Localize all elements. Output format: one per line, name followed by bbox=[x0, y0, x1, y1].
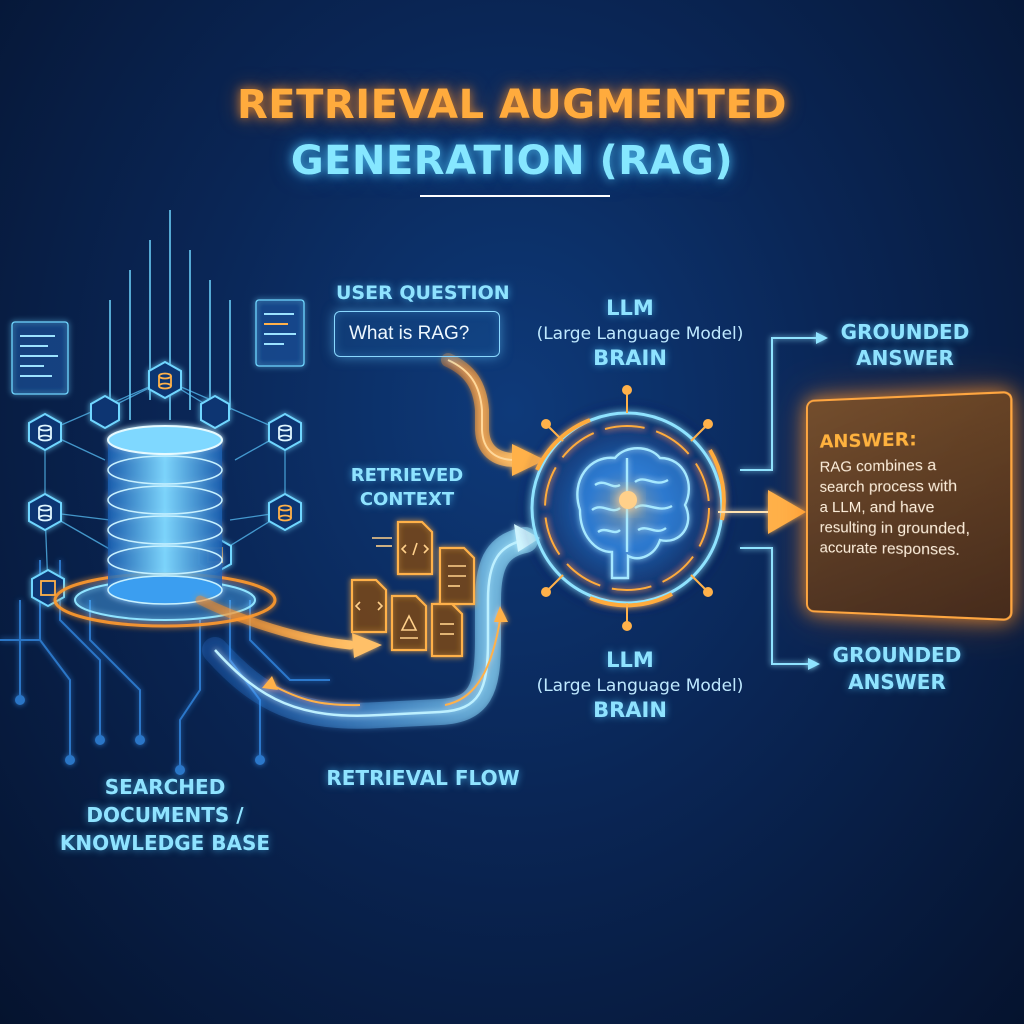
retrieved-documents bbox=[350, 520, 476, 658]
network-node-icon bbox=[90, 394, 120, 430]
knowledge-base-line3: KNOWLEDGE BASE bbox=[59, 831, 271, 855]
retrieved-context-line1: RETRIEVED bbox=[350, 465, 464, 486]
answer-arrow bbox=[718, 490, 806, 534]
orange-stream bbox=[195, 595, 382, 658]
llm-top-name: LLM bbox=[606, 296, 654, 320]
code-panel bbox=[11, 321, 69, 395]
database-node-icon bbox=[268, 492, 302, 532]
retrieved-context-line2: CONTEXT bbox=[359, 489, 455, 510]
llm-top-subtitle: (Large Language Model) bbox=[536, 324, 744, 344]
grounded-bottom-line2: ANSWER bbox=[848, 670, 946, 694]
code-panel-lines bbox=[20, 313, 296, 377]
grounded-bottom-line1: GROUNDED bbox=[832, 643, 962, 667]
grounded-connectors bbox=[740, 332, 828, 670]
answer-line: resulting in grounded, bbox=[819, 519, 971, 539]
user-question-text: What is RAG? bbox=[349, 323, 470, 344]
answer-line: a LLM, and have bbox=[819, 498, 935, 517]
title-line-1: RETRIEVAL AUGMENTED bbox=[237, 82, 787, 128]
knowledge-base-line2: DOCUMENTS / bbox=[86, 803, 244, 827]
answer-body: RAG combines a search process with a LLM… bbox=[820, 454, 1001, 562]
title-line-2: GENERATION (RAG) bbox=[290, 138, 734, 184]
database-node-icon bbox=[268, 412, 302, 452]
node-glyphs bbox=[38, 372, 292, 596]
retrieval-flow-label: RETRIEVAL FLOW bbox=[326, 766, 520, 790]
answer-line: search process with bbox=[819, 477, 958, 496]
grounded-top-line1: GROUNDED bbox=[840, 320, 970, 344]
database-node-icon bbox=[28, 412, 62, 452]
brain-icon bbox=[576, 447, 690, 580]
user-question-box: What is RAG? bbox=[334, 311, 500, 357]
document-node-icon bbox=[31, 568, 65, 608]
llm-bottom-subtitle: (Large Language Model) bbox=[536, 676, 744, 696]
llm-top-caption: BRAIN bbox=[593, 346, 667, 370]
document-icon bbox=[390, 594, 428, 652]
llm-bottom-name: LLM bbox=[606, 648, 654, 672]
document-glyphs bbox=[354, 537, 466, 639]
llm-bottom-caption: BRAIN bbox=[593, 698, 667, 722]
grounded-top-line2: ANSWER bbox=[856, 346, 954, 370]
database-node-icon bbox=[28, 492, 62, 532]
answer-line: RAG combines a bbox=[819, 456, 937, 476]
answer-panel: ANSWER: RAG combines a search process wi… bbox=[806, 390, 1013, 622]
code-document-icon bbox=[350, 578, 388, 634]
user-question-label: USER QUESTION bbox=[336, 282, 510, 304]
answer-heading: ANSWER: bbox=[819, 428, 917, 453]
document-icon bbox=[430, 602, 464, 658]
network-node-icon bbox=[148, 360, 182, 400]
knowledge-base-line1: SEARCHED bbox=[104, 775, 226, 799]
network-node-icon bbox=[200, 394, 230, 430]
database-icon bbox=[53, 425, 277, 628]
answer-line: accurate responses. bbox=[819, 539, 960, 560]
ring-ticks bbox=[541, 385, 713, 631]
